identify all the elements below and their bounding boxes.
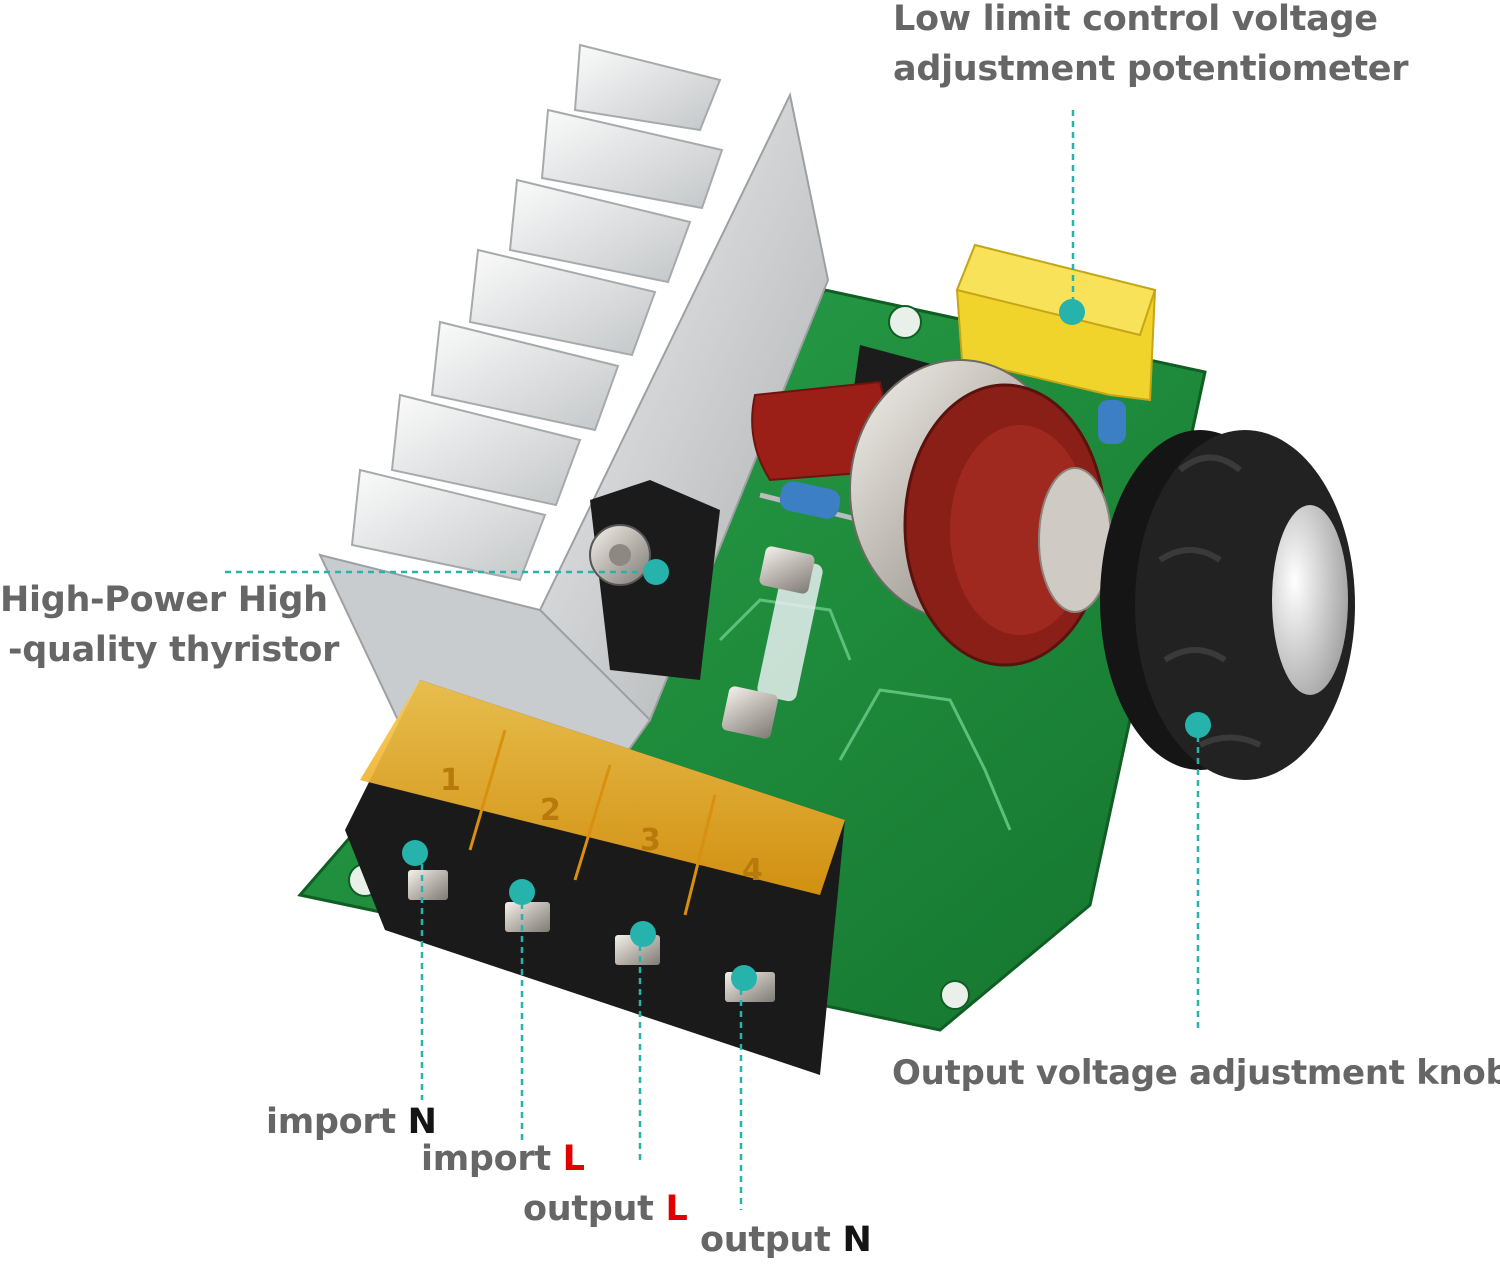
label-potentiometer-line1: Low limit control voltage	[893, 0, 1378, 39]
label-import-n-letter: N	[407, 1102, 437, 1142]
label-output-l: output L	[523, 1184, 688, 1234]
voltage-adjustment-knob	[1100, 430, 1355, 780]
callout-dots	[402, 299, 1211, 991]
pcb-mount-hole	[888, 305, 922, 339]
label-output-l-word: output	[523, 1189, 654, 1229]
label-import-n: import N	[266, 1097, 437, 1147]
terminal-block	[345, 680, 845, 1075]
label-output-n-word: output	[700, 1220, 831, 1260]
callout-dot-knob	[1185, 712, 1211, 738]
label-output-n: output N	[700, 1215, 872, 1265]
terminal-number: 2	[540, 793, 561, 828]
callout-dot-thyristor	[643, 559, 669, 585]
thyristor-screw-center	[609, 544, 631, 566]
pcb-trace	[838, 688, 1012, 831]
label-thyristor-line1: High-Power High	[0, 580, 328, 620]
terminal-number: 3	[640, 823, 661, 858]
potentiometer	[849, 359, 1112, 667]
label-knob: Output voltage adjustment knob	[892, 1053, 1500, 1093]
label-import-n-word: import	[266, 1102, 396, 1142]
callout-dot-output-l	[630, 921, 656, 947]
label-import-l: import L	[421, 1134, 585, 1184]
label-output-n-letter: N	[842, 1220, 872, 1260]
terminal-number: 4	[742, 853, 763, 888]
terminal-number: 1	[440, 763, 461, 798]
glass-fuse	[721, 546, 823, 739]
blue-resistor	[1098, 400, 1126, 444]
heatsink-fins	[350, 43, 724, 582]
label-output-l-letter: L	[665, 1189, 688, 1229]
label-import-l-word: import	[421, 1139, 551, 1179]
blue-resistor	[759, 481, 861, 523]
callouts	[225, 110, 1200, 1210]
terminal-numbers: 1 2 3 4	[440, 763, 763, 888]
callout-dot-potentiometer	[1059, 299, 1085, 325]
label-thyristor-line2: -quality thyristor	[8, 630, 340, 670]
callout-dot-output-n	[731, 965, 757, 991]
label-import-l-letter: L	[562, 1139, 585, 1179]
label-potentiometer-line2: adjustment potentiometer	[893, 49, 1409, 89]
pcb-mount-hole	[940, 980, 970, 1010]
callout-dot-import-l	[509, 879, 535, 905]
callout-dot-import-n	[402, 840, 428, 866]
